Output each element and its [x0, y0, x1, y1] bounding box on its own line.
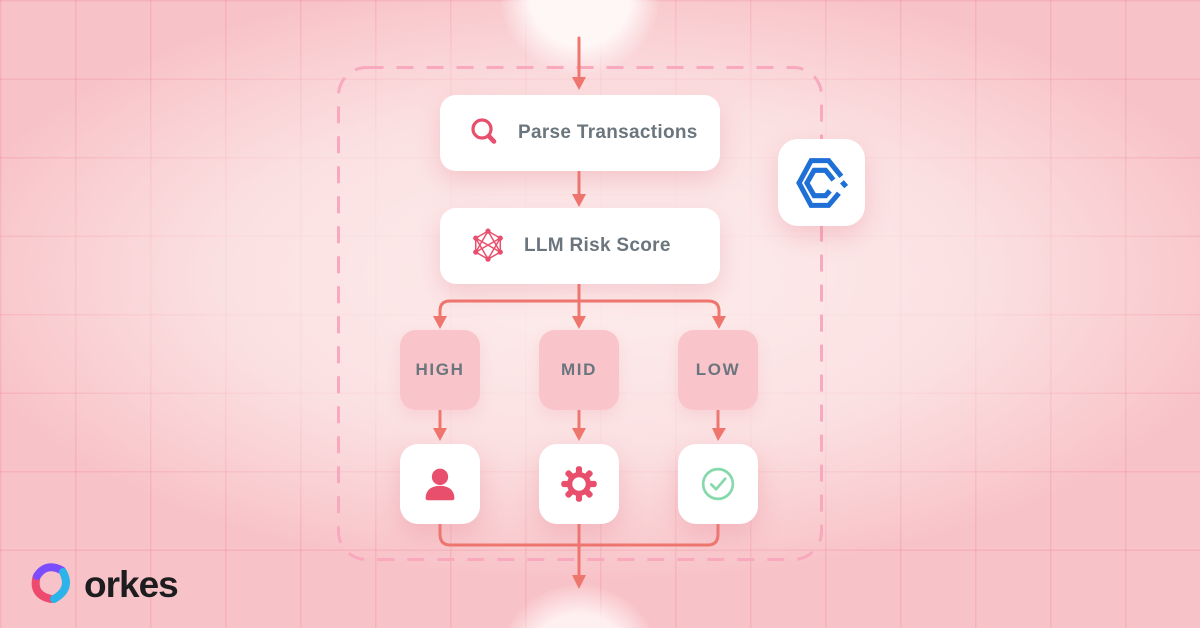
neural-network-icon [473, 228, 503, 262]
outcome-approved [678, 444, 758, 524]
branch-high: HIGH [400, 330, 480, 410]
orkes-logo: orkes [28, 561, 179, 609]
outcome-automated-process [539, 444, 619, 524]
gear-icon [561, 466, 597, 502]
orkes-logo-mark [31, 563, 70, 603]
conductor-badge [778, 139, 865, 226]
outcome-manual-review [400, 444, 480, 524]
node-parse-transactions: Parse Transactions [440, 95, 720, 171]
branch-low: LOW [678, 330, 758, 410]
conductor-logo [795, 157, 848, 208]
orkes-logo-text: orkes [84, 564, 179, 605]
arrow-heads [433, 77, 726, 589]
person-icon [425, 468, 455, 501]
node-label: Parse Transactions [518, 122, 698, 143]
node-llm-risk-score: LLM Risk Score [440, 208, 720, 284]
branch-mid: MID [539, 330, 619, 410]
branch-label: HIGH [415, 360, 465, 379]
node-label: LLM Risk Score [524, 235, 671, 256]
magnifier-icon [471, 118, 497, 144]
check-circle-icon [701, 467, 735, 501]
branch-label: MID [561, 360, 597, 379]
branch-label: LOW [695, 360, 741, 379]
arrow-lines [438, 36, 721, 577]
